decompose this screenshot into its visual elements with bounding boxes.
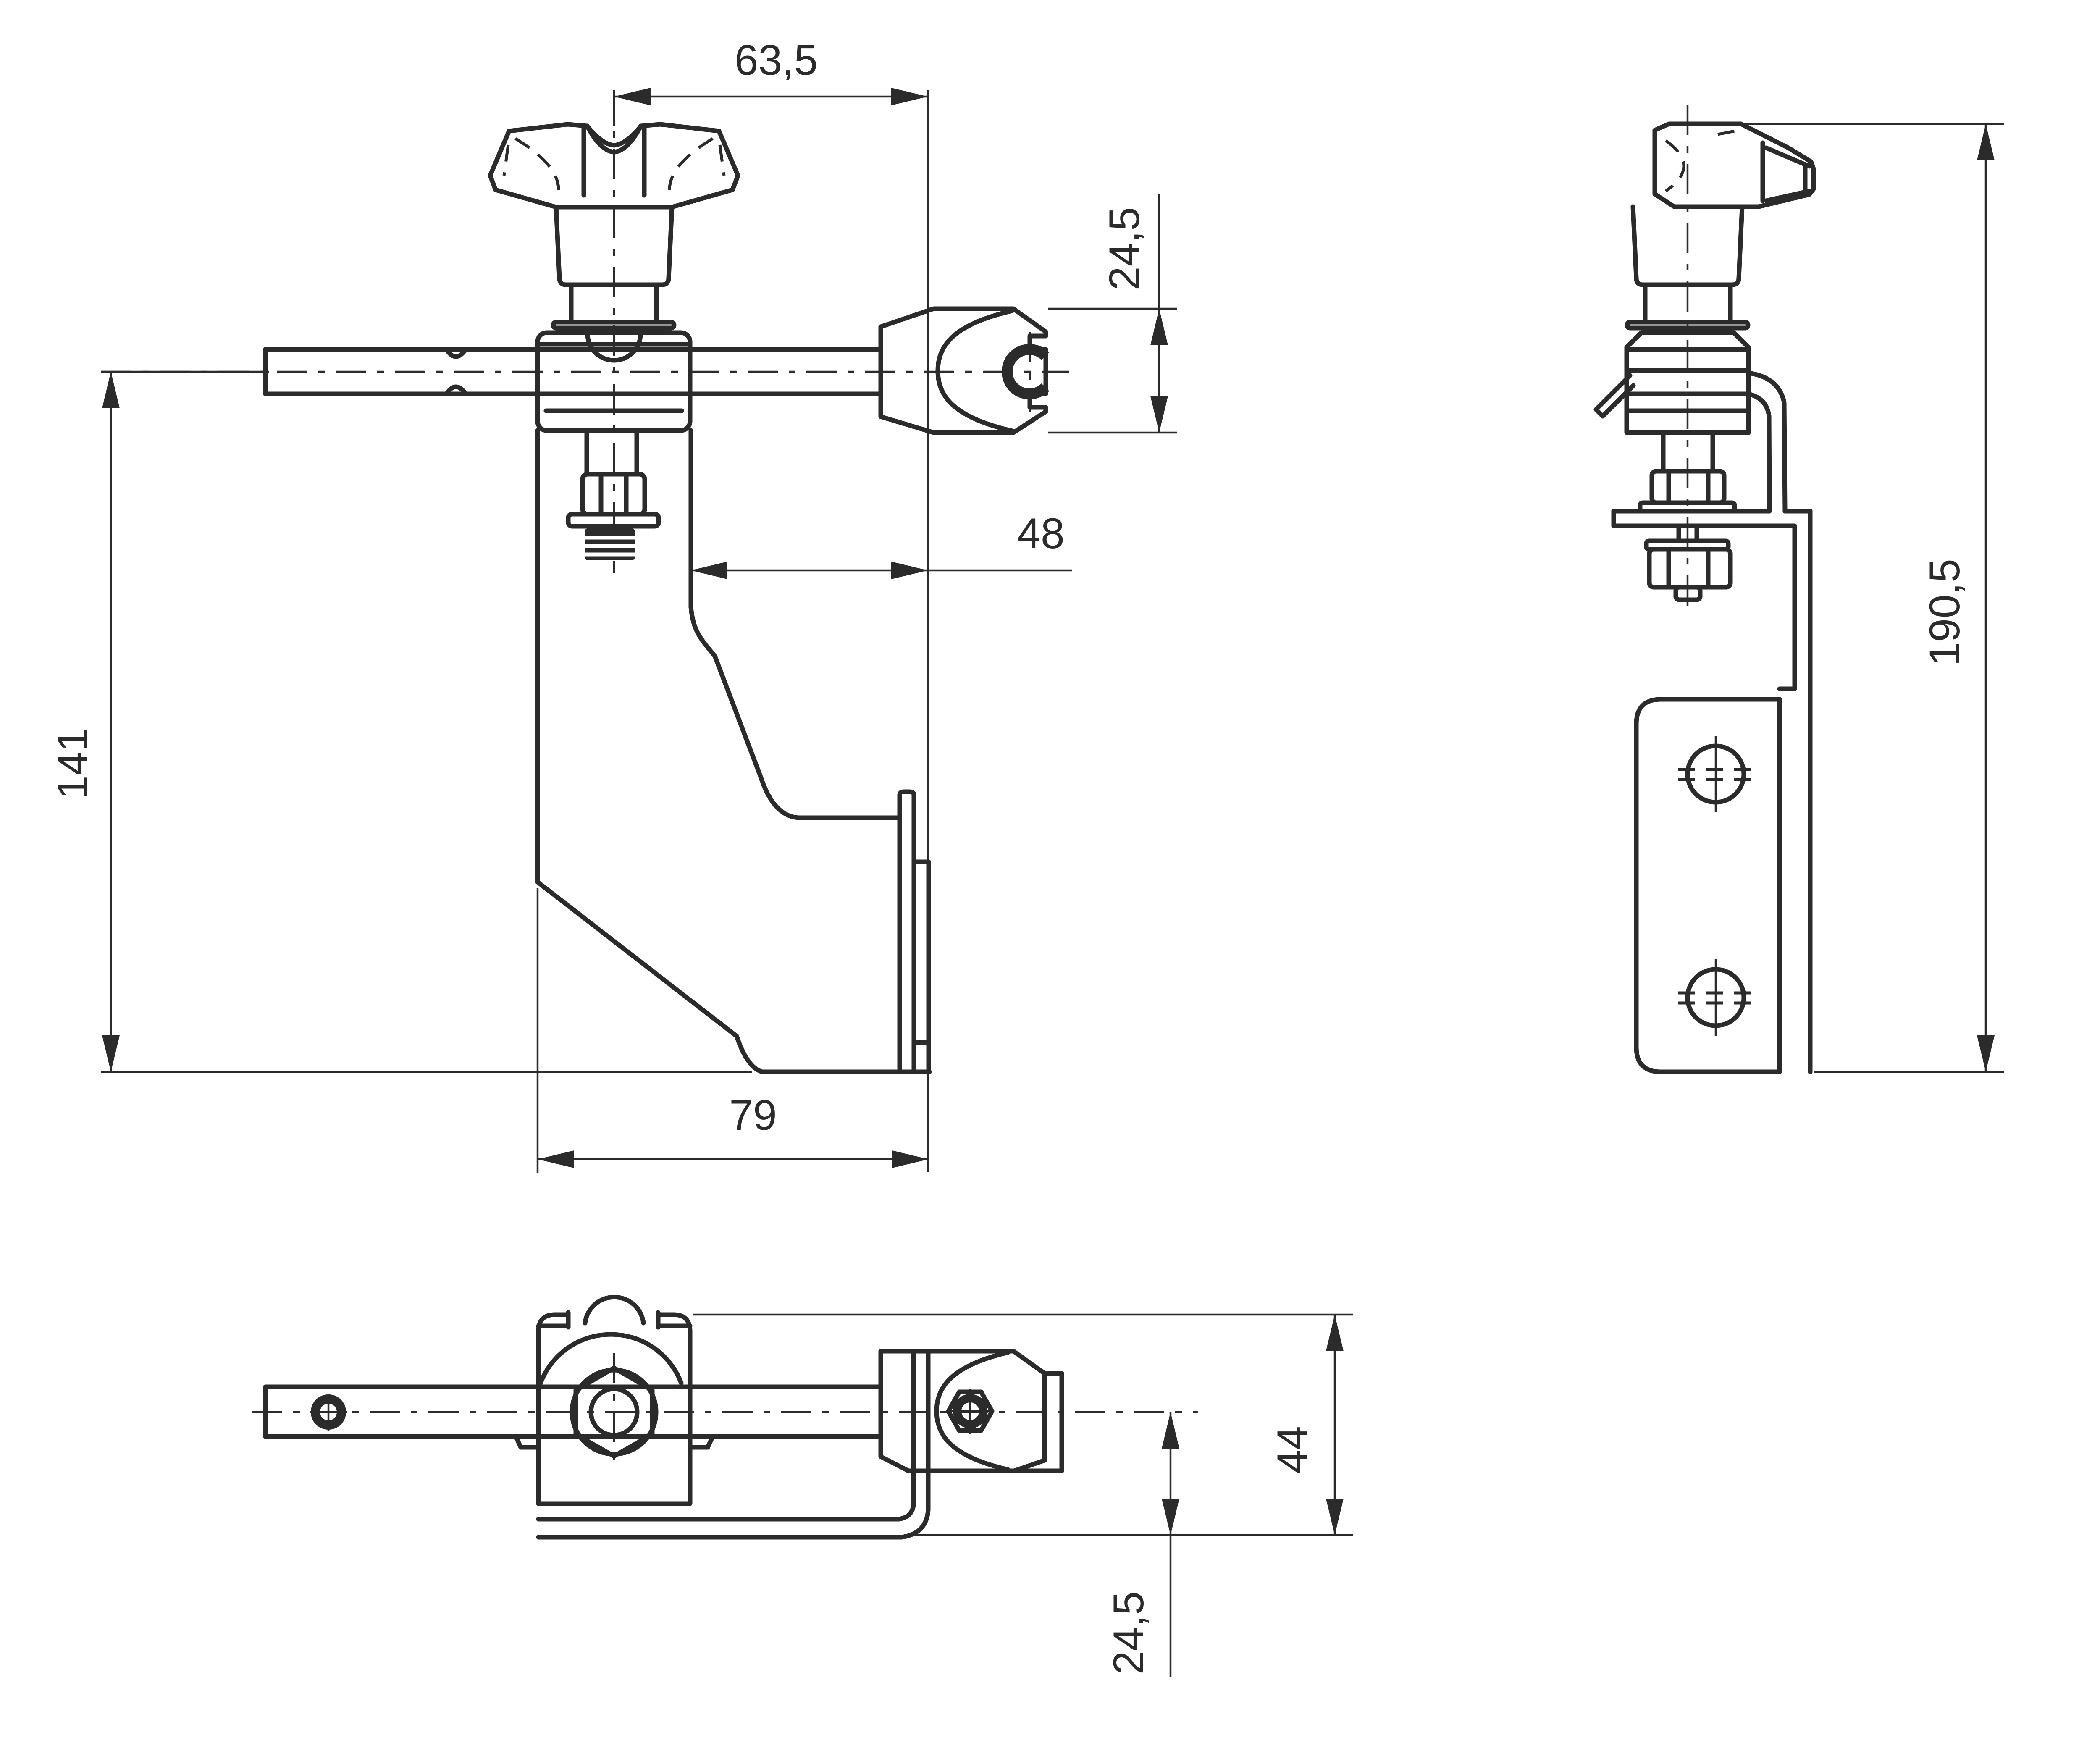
support-bar [263,347,883,396]
mounting-plate [1634,697,1782,1074]
swivel-block-side [1624,330,1751,435]
dim-48: 48 [691,509,1072,579]
block-boss-arc [538,1332,684,1386]
dim-79: 79 [536,888,929,1173]
wing-knob-front [488,122,740,331]
dim-141: 141 [49,370,752,1073]
support-bar-bottom [263,1384,883,1439]
threaded-stud [585,528,635,560]
clamp-head-front [878,306,1050,435]
dim-label-48: 48 [1017,509,1064,557]
main-body-front [535,428,932,1074]
stud-nut-washer-side [1638,430,1737,602]
swivel-block-bottom [513,1294,715,1506]
stud-nut-washer-front [566,428,661,560]
dim-44: 44 [693,1313,1353,1536]
dim-24-5-bottom: 24,5 [1105,1412,1179,1677]
dim-label-190-5: 190,5 [1921,559,1969,666]
hex-set-screw [946,1389,995,1434]
front-view: 63,5 24,5 48 141 [49,36,1177,1173]
plate-hole-bottom [1678,959,1753,1036]
dim-label-63-5: 63,5 [735,36,818,84]
hex-nut-bottom [570,1353,659,1471]
bracket-sheet-side [1611,370,1813,1074]
wing-knob-side [1625,121,1816,331]
dim-label-79: 79 [729,1091,777,1139]
locking-tab [1593,373,1636,419]
dim-190-5: 190,5 [1743,123,2004,1073]
dim-label-24-5-bottom: 24,5 [1105,1591,1152,1675]
side-view: 190,5 [1593,105,2004,1074]
spring-pin-dome [583,1294,646,1326]
bracket-flange-bottom [536,1349,931,1540]
bottom-view: 44 24,5 [252,1294,1353,1677]
clamp-head-bottom [878,1349,1064,1473]
dim-label-24-5-front: 24,5 [1100,207,1148,291]
swivel-block-front [535,330,693,433]
dim-label-141: 141 [49,728,97,799]
dim-label-44: 44 [1268,1426,1316,1473]
dim-24-5-front: 24,5 [1048,194,1177,434]
dim-63-5: 63,5 [613,36,929,1172]
plate-hole-top [1678,736,1753,812]
